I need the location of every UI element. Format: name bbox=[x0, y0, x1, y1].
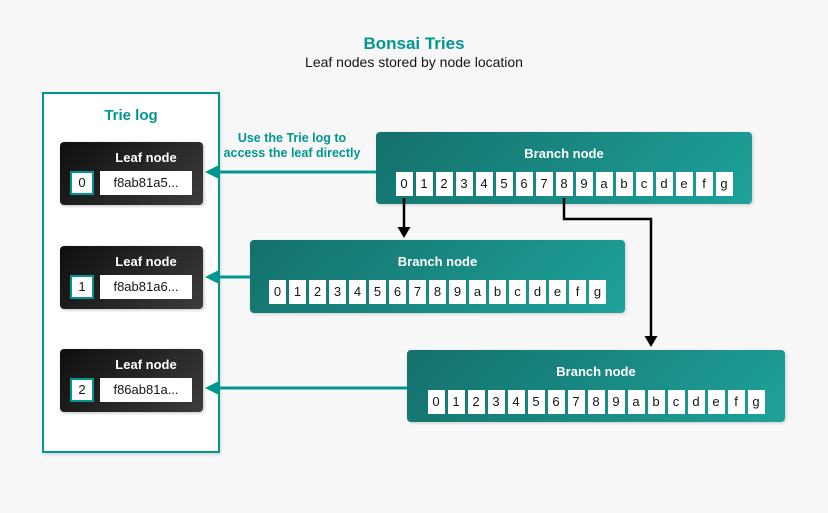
branch-cell: b bbox=[489, 280, 506, 304]
leaf-node-label: Leaf node bbox=[115, 254, 177, 269]
leaf-node-label: Leaf node bbox=[115, 150, 177, 165]
leaf-index: 1 bbox=[70, 275, 94, 299]
branch-cell: d bbox=[529, 280, 546, 304]
leaf-index: 2 bbox=[70, 378, 94, 402]
branch-cell: 7 bbox=[567, 390, 585, 414]
leaf-node-0: Leaf node 0 f8ab81a5... bbox=[60, 142, 203, 205]
branch-cell: 0 bbox=[269, 280, 286, 304]
branch-cell: 1 bbox=[289, 280, 306, 304]
branch-cell: 0 bbox=[395, 172, 413, 196]
branch-cell: 4 bbox=[507, 390, 525, 414]
leaf-node-1: Leaf node 1 f8ab81a6... bbox=[60, 246, 203, 309]
branch-cells: 0 1 2 3 4 5 6 7 8 9 a b c d e f g bbox=[407, 390, 785, 414]
branch-cell: 8 bbox=[587, 390, 605, 414]
branch-cell: 4 bbox=[475, 172, 493, 196]
branch-node-label: Branch node bbox=[556, 364, 636, 379]
branch-cells: 0 1 2 3 4 5 6 7 8 9 a b c d e f g bbox=[250, 280, 625, 304]
annotation-line-1: Use the Trie log to bbox=[237, 131, 347, 145]
branch-cell: e bbox=[707, 390, 725, 414]
branch-cell: c bbox=[667, 390, 685, 414]
branch-cell: 5 bbox=[495, 172, 513, 196]
branch-cell: a bbox=[469, 280, 486, 304]
branch-cell: 8 bbox=[555, 172, 573, 196]
branch-cell: 1 bbox=[447, 390, 465, 414]
leaf-node-label: Leaf node bbox=[115, 357, 177, 372]
branch-cell: 7 bbox=[409, 280, 426, 304]
branch-node-label: Branch node bbox=[524, 146, 604, 161]
branch-cell: a bbox=[627, 390, 645, 414]
branch-cell: f bbox=[569, 280, 586, 304]
branch-cell: d bbox=[687, 390, 705, 414]
branch-cell: 4 bbox=[349, 280, 366, 304]
leaf-index: 0 bbox=[70, 171, 94, 195]
branch-cell: g bbox=[589, 280, 606, 304]
branch-cell: a bbox=[595, 172, 613, 196]
branch-cell: 2 bbox=[309, 280, 326, 304]
branch-cell: g bbox=[715, 172, 733, 196]
branch-cell: 3 bbox=[455, 172, 473, 196]
branch-cell: d bbox=[655, 172, 673, 196]
branch-cell: 1 bbox=[415, 172, 433, 196]
branch-cell: f bbox=[727, 390, 745, 414]
branch-cell: c bbox=[509, 280, 526, 304]
trie-log-title: Trie log bbox=[104, 107, 158, 124]
branch-cell: g bbox=[747, 390, 765, 414]
branch-cell: 9 bbox=[575, 172, 593, 196]
branch-cell: 5 bbox=[369, 280, 386, 304]
branch-cell: 8 bbox=[429, 280, 446, 304]
page-subtitle: Leaf nodes stored by node location bbox=[305, 54, 523, 70]
branch-cell: 6 bbox=[389, 280, 406, 304]
branch-node-label: Branch node bbox=[397, 254, 478, 269]
leaf-node-2: Leaf node 2 f86ab81a... bbox=[60, 349, 203, 412]
branch-cell: 9 bbox=[607, 390, 625, 414]
annotation-line-2: access the leaf directly bbox=[223, 146, 361, 160]
branch-cell: c bbox=[635, 172, 653, 196]
branch-cell: e bbox=[549, 280, 566, 304]
branch-cell: f bbox=[695, 172, 713, 196]
arrow-branch3-to-leaf2 bbox=[205, 381, 407, 395]
trie-log-panel: Trie log Leaf node 0 f8ab81a5... Leaf no… bbox=[42, 92, 220, 453]
branch-cell: 3 bbox=[329, 280, 346, 304]
arrow-branch1-cell0-to-branch2 bbox=[397, 198, 411, 238]
branch-cell: 0 bbox=[427, 390, 445, 414]
branch-node-3: Branch node 0 1 2 3 4 5 6 7 8 9 a b c d … bbox=[407, 350, 785, 422]
branch-cell: 2 bbox=[435, 172, 453, 196]
branch-cell: 6 bbox=[515, 172, 533, 196]
branch-node-1: Branch node 0 1 2 3 4 5 6 7 8 9 a b c d … bbox=[376, 132, 752, 204]
annotation-text: Use the Trie log to access the leaf dire… bbox=[212, 131, 372, 161]
branch-cell: 6 bbox=[547, 390, 565, 414]
branch-cell: b bbox=[647, 390, 665, 414]
branch-cell: 2 bbox=[467, 390, 485, 414]
branch-cell: 9 bbox=[449, 280, 466, 304]
branch-cell: b bbox=[615, 172, 633, 196]
leaf-hash-value: f8ab81a5... bbox=[100, 171, 192, 195]
branch-cell: e bbox=[675, 172, 693, 196]
branch-cell: 5 bbox=[527, 390, 545, 414]
arrow-branch1-to-leaf0 bbox=[205, 165, 376, 179]
branch-cell: 3 bbox=[487, 390, 505, 414]
branch-cell: 7 bbox=[535, 172, 553, 196]
branch-cells: 0 1 2 3 4 5 6 7 8 9 a b c d e f g bbox=[376, 172, 752, 196]
page-title: Bonsai Tries bbox=[363, 34, 465, 53]
branch-node-2: Branch node 0 1 2 3 4 5 6 7 8 9 a b c d … bbox=[250, 240, 625, 313]
leaf-hash-value: f86ab81a... bbox=[100, 378, 192, 402]
leaf-hash-value: f8ab81a6... bbox=[100, 275, 192, 299]
